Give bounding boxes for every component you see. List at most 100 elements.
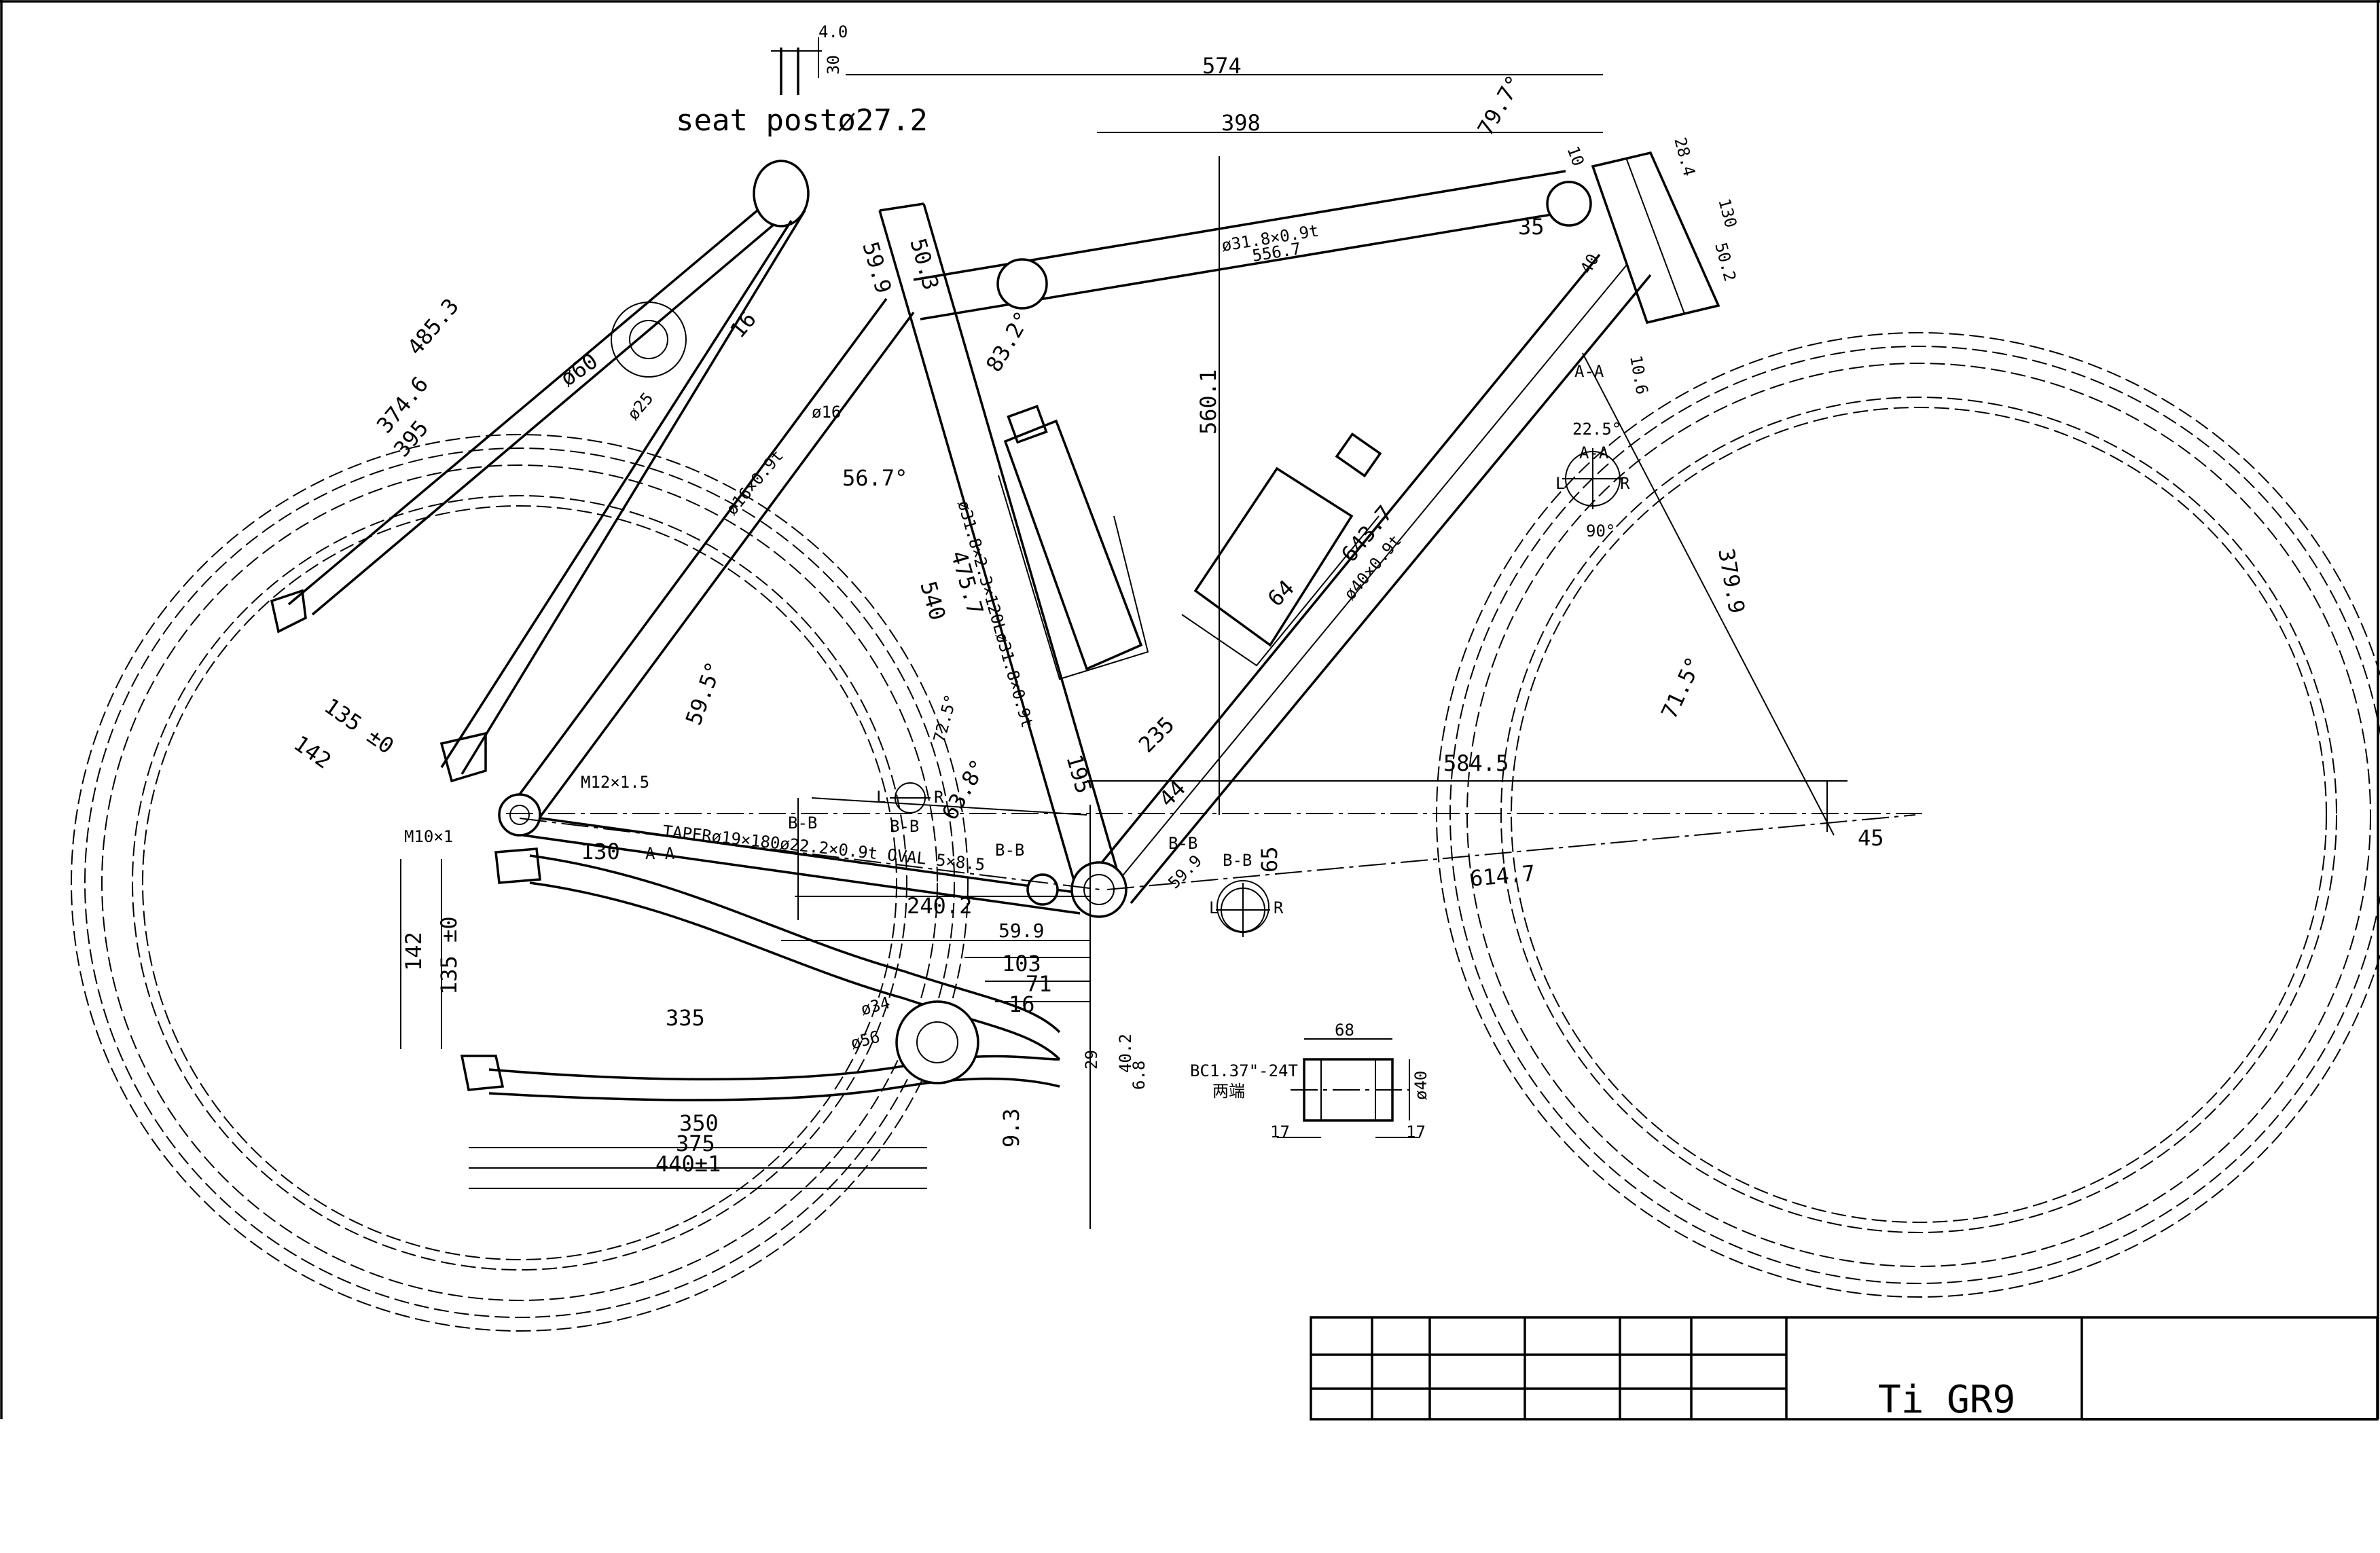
dim-16-top: 16 bbox=[725, 306, 761, 343]
dim-6-8: 6.8 bbox=[1130, 1061, 1149, 1090]
dim-59-9-bb: 59.9 bbox=[1164, 852, 1206, 893]
bb-17-right: 17 bbox=[1406, 1122, 1426, 1141]
chainstay-view bbox=[460, 847, 1061, 1101]
front-wheel bbox=[1436, 332, 2380, 1298]
dim-10-6: 10.6 bbox=[1626, 354, 1652, 396]
dim-142-upper: 142 bbox=[289, 730, 336, 773]
thread-m12: M12×1.5 bbox=[581, 773, 649, 792]
dim-235: 235 bbox=[1134, 712, 1180, 758]
bb-shell-detail bbox=[1277, 1038, 1420, 1138]
taper-label: TAPERø19×180ø22.2×0.9t OVAL 5×8.5 bbox=[662, 822, 986, 875]
seat-stay-upper bbox=[508, 297, 915, 823]
letter-L1: L bbox=[1555, 474, 1565, 493]
bb-width-68: 68 bbox=[1335, 1021, 1354, 1040]
bb-thread-label: BC1.37"-24T bbox=[1190, 1061, 1298, 1080]
dim-375: 375 bbox=[676, 1131, 715, 1156]
seat-post-symbol bbox=[771, 37, 822, 95]
dim-130: 130 bbox=[581, 839, 620, 864]
bb-17-left: 17 bbox=[1270, 1122, 1290, 1141]
dim-103: 103 bbox=[1002, 951, 1041, 976]
angle-72-5: 72.5° bbox=[930, 693, 961, 745]
dim-59-9-lower: 59.9 bbox=[998, 919, 1044, 942]
letter-R2: R bbox=[934, 788, 944, 807]
dim-240-2: 240.2 bbox=[907, 893, 972, 919]
dim-130: 130 bbox=[1714, 196, 1740, 230]
dim-50-2: 50.2 bbox=[1711, 240, 1739, 283]
dim-398: 398 bbox=[1221, 110, 1261, 136]
section-bb-3: B-B bbox=[995, 841, 1024, 860]
centerlines bbox=[506, 813, 1922, 890]
bottom-bracket bbox=[1026, 861, 1269, 933]
dim-30: 30 bbox=[824, 55, 843, 75]
dim-560-1: 560.1 bbox=[1195, 369, 1221, 435]
seat-post-label: seat postø27.2 bbox=[676, 103, 928, 138]
letter-L2: L bbox=[876, 788, 886, 807]
down-tube bbox=[1092, 253, 1652, 905]
dimension-lines bbox=[400, 74, 1847, 1229]
bb-note: 两端 bbox=[1212, 1082, 1245, 1101]
dim-540: 540 bbox=[915, 579, 950, 623]
top-tube bbox=[913, 170, 1576, 321]
angle-56-7: 56.7° bbox=[842, 465, 907, 491]
dim-16-lower: 16 bbox=[1009, 991, 1035, 1017]
section-aa-1-lower: A-A bbox=[645, 844, 675, 863]
thread-m10: M10×1 bbox=[404, 827, 453, 846]
dim-28-4: 28.4 bbox=[1670, 135, 1699, 178]
letter-R3: R bbox=[1274, 898, 1284, 917]
dim-350: 350 bbox=[679, 1110, 719, 1136]
angle-59-5: 59.5° bbox=[681, 658, 727, 729]
angle-71-5: 71.5° bbox=[1656, 653, 1707, 723]
dim-71: 71 bbox=[1026, 971, 1052, 997]
rear-triangle-view bbox=[270, 160, 810, 783]
dia-34-label: ø34 bbox=[859, 993, 892, 1019]
bb-cross-symbol bbox=[1216, 883, 1270, 937]
dia-16-label: ø16 bbox=[812, 403, 841, 422]
dia-25-label: ø25 bbox=[624, 389, 657, 424]
dim-195: 195 bbox=[1061, 752, 1096, 797]
title-block bbox=[1310, 1316, 2379, 1421]
section-bb-4: B-B bbox=[1168, 834, 1197, 853]
dim-574: 574 bbox=[1202, 53, 1242, 79]
mid-cross-symbol bbox=[890, 782, 931, 814]
dim-40-2: 40.2 bbox=[1116, 1034, 1135, 1073]
tube-seatstay-label: ø16×0.9t bbox=[722, 446, 787, 519]
dim-142-lower: 142 bbox=[401, 932, 427, 971]
seat-tube bbox=[878, 202, 1122, 890]
section-bb-5: B-B bbox=[1223, 851, 1252, 870]
dim-379-9: 379.9 bbox=[1713, 547, 1750, 615]
dim-10: 10 bbox=[1564, 143, 1588, 168]
angle-79-7: 79.7° bbox=[1473, 71, 1528, 140]
dim-29: 29 bbox=[1082, 1050, 1101, 1070]
angle-83-2: 83.2° bbox=[981, 307, 1036, 376]
dim-9-3: 9.3 bbox=[998, 1108, 1024, 1148]
material-label: Ti GR9 bbox=[1878, 1378, 2015, 1422]
dim-135-lower: 135 ±0 bbox=[436, 916, 462, 995]
bottle-seat-tube bbox=[998, 405, 1149, 680]
letter-R1: R bbox=[1620, 474, 1630, 493]
dia-60-label: ø60 bbox=[556, 348, 602, 391]
bottle-down-tube bbox=[1181, 432, 1382, 667]
dim-35: 35 bbox=[1518, 214, 1545, 240]
angle-45: 45 bbox=[1858, 825, 1884, 851]
dim-584-5: 584.5 bbox=[1443, 750, 1509, 776]
drawing-border bbox=[0, 0, 2380, 1419]
dim-485-3: 485.3 bbox=[402, 293, 464, 360]
letter-L3: L bbox=[1209, 898, 1219, 917]
bb-dia-40: ø40 bbox=[1411, 1071, 1430, 1100]
dim-335: 335 bbox=[666, 1005, 705, 1031]
section-bb-1: B-B bbox=[788, 814, 817, 833]
dim-65: 65 bbox=[1257, 846, 1282, 873]
front-dropout-symbol bbox=[1562, 448, 1623, 509]
section-aa-2: A-A bbox=[1579, 443, 1609, 462]
section-aa-1: A-A bbox=[1574, 362, 1604, 381]
angle-90: 90° bbox=[1586, 522, 1615, 541]
rear-dropout bbox=[498, 793, 541, 837]
head-tube bbox=[1546, 151, 1720, 325]
section-bb-2: B-B bbox=[890, 817, 919, 836]
dim-614-7: 614.7 bbox=[1468, 860, 1536, 892]
rear-wheel bbox=[71, 434, 969, 1332]
angle-22-5: 22.5° bbox=[1572, 420, 1621, 439]
dim-440: 440±1 bbox=[655, 1151, 721, 1177]
dia-56-label: ø56 bbox=[848, 1027, 882, 1053]
